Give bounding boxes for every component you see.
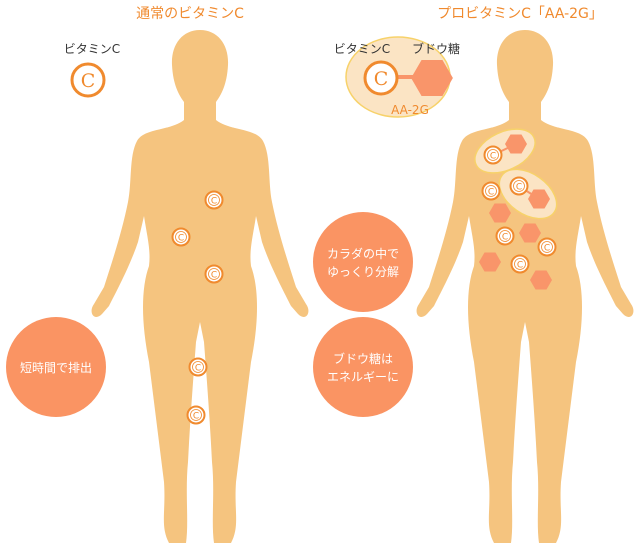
right-title: プロビタミンC「AA-2G」 — [437, 6, 603, 22]
vitamin-c-icon-compound: C — [363, 60, 399, 96]
svg-text:C: C — [374, 68, 389, 90]
bubble-glucose-energy-line1: ブドウ糖は — [333, 351, 393, 366]
bubble-slow-breakdown-line2: ゆっくり分解 — [327, 265, 399, 279]
svg-text:C: C — [81, 70, 96, 92]
aa2g-molecules-body — [474, 128, 558, 290]
body-silhouette-left — [91, 30, 309, 543]
glucose-label: ブドウ糖 — [412, 41, 460, 56]
aa2g-label: AA-2G — [391, 103, 429, 117]
left-vitc-label: ビタミンC — [64, 42, 120, 56]
bubble-quick-excretion — [6, 317, 106, 417]
bubble-glucose-energy — [313, 317, 413, 417]
bubble-glucose-energy-line2: エネルギーに — [327, 370, 399, 384]
right-vitc-label: ビタミンC — [334, 42, 390, 56]
vitamin-c-icon: C — [70, 62, 106, 98]
body-silhouette-right — [416, 30, 634, 543]
bubble-quick-excretion-text: 短時間で排出 — [20, 361, 92, 375]
bubble-slow-breakdown — [313, 212, 413, 312]
bubble-slow-breakdown-line1: カラダの中で — [327, 246, 399, 261]
left-title: 通常のビタミンC — [136, 6, 244, 22]
